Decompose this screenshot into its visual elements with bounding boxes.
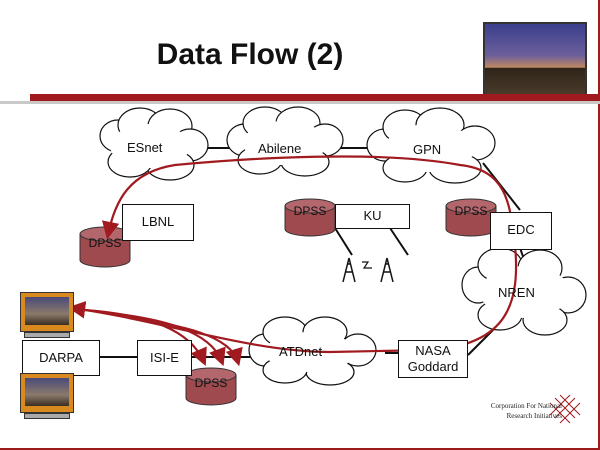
esnet-cloud <box>99 107 209 181</box>
isie-box <box>137 340 192 376</box>
dpss-label-edc: DPSS <box>454 204 488 218</box>
credit-line-1: Corporation For National <box>490 402 562 410</box>
gpn-label: GPN <box>413 142 442 157</box>
lbnl-label: LBNL <box>141 214 175 229</box>
gpn-cloud <box>366 107 496 184</box>
workstation-monitor-bottom <box>20 373 74 419</box>
esnet-label: ESnet <box>127 140 163 155</box>
credit-text: Corporation For National Research Initia… <box>452 401 562 421</box>
darpa-box <box>22 340 100 376</box>
nren-cloud <box>461 247 587 336</box>
title-underline-shadow <box>0 101 600 104</box>
slide-title: Data Flow (2) <box>156 38 344 71</box>
lbnl-box <box>122 204 194 241</box>
flow-edc-to-darpa <box>67 244 518 354</box>
edc-box <box>490 212 552 250</box>
darpa-label: DARPA <box>39 350 83 365</box>
dpss-disk-ku <box>284 198 336 237</box>
credit-line-2: Research Initiatives <box>506 412 562 420</box>
cnri-logo <box>549 394 581 424</box>
ku-box <box>335 204 410 229</box>
goddard-label: Goddard <box>407 359 459 374</box>
atdnet-label: ATDnet <box>279 344 323 359</box>
nasa-goddard-box <box>398 340 468 378</box>
abilene-cloud <box>226 106 344 177</box>
network-clouds <box>99 106 587 386</box>
title-underline <box>30 94 600 101</box>
ku-label: KU <box>363 208 382 223</box>
nasa-label: NASA <box>415 343 451 358</box>
dpss-label-lbnl: DPSS <box>88 236 122 250</box>
antenna-towers <box>342 257 394 283</box>
workstation-monitor-top <box>20 292 74 338</box>
dpss-disk-isie <box>185 367 237 406</box>
data-flow-paths <box>67 155 518 367</box>
abilene-label: Abilene <box>258 141 302 156</box>
edc-label: EDC <box>507 222 535 237</box>
flow-edc-to-lbnl <box>101 155 517 246</box>
flow-to-isie-disk-3 <box>129 316 243 367</box>
dpss-label-ku: DPSS <box>293 204 327 218</box>
nren-label: NREN <box>498 285 535 300</box>
dpss-label-isie: DPSS <box>194 376 228 390</box>
isie-label: ISI-E <box>150 350 179 365</box>
atdnet-cloud <box>248 316 377 386</box>
